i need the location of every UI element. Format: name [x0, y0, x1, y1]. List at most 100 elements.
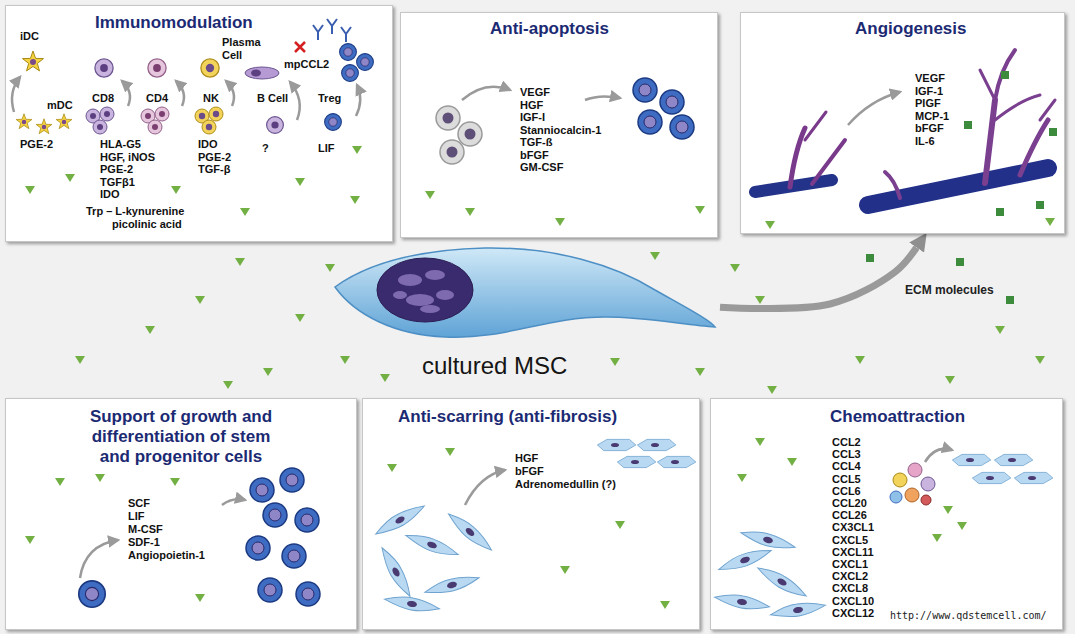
- factor-label: CCL26: [832, 509, 867, 521]
- immune-cells: [95, 59, 113, 77]
- panel-ground: [5, 5, 1065, 630]
- factor-label: bFGF: [915, 122, 944, 134]
- fibroblast: [617, 456, 655, 467]
- factor-label: CCL5: [832, 473, 861, 485]
- recruited-cells: [921, 495, 931, 505]
- factor-label: CXCL5: [832, 534, 868, 546]
- stem-cells: [280, 468, 304, 492]
- panel-title: Chemoattraction: [830, 407, 965, 427]
- factor-label: SCF: [128, 497, 150, 509]
- process-arrow: [925, 449, 952, 462]
- secreted-factor: [615, 521, 625, 529]
- stem-cells: [282, 544, 306, 568]
- fibroblast: [445, 509, 496, 554]
- ecm-molecule: [1006, 296, 1014, 304]
- factor-label: mpCCL2: [284, 58, 329, 70]
- panel-title: Anti-apoptosis: [490, 19, 609, 39]
- factor-label: IDO: [100, 188, 120, 200]
- secreted-factor: [465, 208, 475, 216]
- recruited-cells: [890, 491, 902, 503]
- factor-label: CXCL12: [832, 607, 874, 619]
- factor-label: PGE-2: [198, 151, 231, 163]
- function-panel: AngiogenesisVEGFIGF-1PlGFMCP-1bFGFIL-6: [740, 12, 1065, 234]
- cell-label: CD8: [92, 92, 114, 105]
- factor-label: IL-6: [915, 135, 935, 147]
- secreted-factor: [765, 221, 775, 229]
- immune-cells: [148, 59, 166, 77]
- function-panel: Anti-apoptosisVEGFHGFIGF-IStanniocalcin-…: [400, 12, 718, 238]
- secreted-factor: [787, 458, 797, 466]
- fibroblast: [597, 439, 635, 450]
- function-panel: Anti-scarring (anti-fibrosis)HGFbFGFAdre…: [362, 398, 700, 630]
- secreted-factor: [25, 186, 35, 194]
- stem-cells: [296, 582, 320, 606]
- factor-label: TGF-ß: [520, 136, 552, 148]
- cell-label: iDC: [20, 30, 39, 43]
- factor-label: VEGF: [520, 86, 550, 98]
- secreted-factor: [223, 381, 233, 389]
- apoptotic-cells: [638, 110, 662, 134]
- cell-label: CD4: [146, 92, 168, 105]
- secreted-factor: [170, 478, 180, 486]
- factor-label: IDO: [198, 138, 218, 150]
- immune-cells: [340, 44, 357, 61]
- secreted-factor: [295, 178, 305, 186]
- blood-vessel: [1020, 120, 1048, 175]
- stem-cells: [246, 536, 270, 560]
- apoptotic-cells: [633, 78, 657, 102]
- secreted-factor: [1035, 356, 1045, 364]
- factor-label: HGF: [520, 99, 543, 111]
- immune-cells: [209, 107, 223, 121]
- secreted-factor: [235, 258, 245, 266]
- factor-label: picolinic acid: [112, 218, 182, 230]
- process-arrow: [226, 81, 234, 106]
- factor-label: LIF: [128, 510, 145, 522]
- secreted-factor: [263, 368, 273, 376]
- factor-label: CXCL8: [832, 582, 868, 594]
- secreted-factor: [25, 536, 35, 544]
- secreted-factor: [352, 146, 362, 154]
- cell-label: NK: [203, 92, 219, 105]
- secreted-factor: [240, 208, 250, 216]
- factor-label: IGF-I: [520, 111, 545, 123]
- process-arrow: [122, 81, 130, 106]
- arrow-label: ECM molecules: [905, 283, 994, 297]
- cell-label: mDC: [47, 99, 73, 112]
- secreted-factor: [737, 474, 747, 482]
- fibroblast: [1014, 472, 1052, 483]
- blood-vessel: [755, 50, 1055, 205]
- cell-label: Treg: [318, 92, 341, 105]
- factor-label: IGF-1: [915, 85, 943, 97]
- blood-vessel: [995, 50, 1015, 100]
- fibroblast: [637, 439, 675, 450]
- secreted-factor: [1045, 218, 1055, 226]
- immune-cells: [245, 67, 279, 79]
- ecm-molecule: [866, 71, 1057, 304]
- ecm-molecule: [1001, 71, 1009, 79]
- recruited-cells: [890, 463, 935, 505]
- factor-label: Angiopoietin-1: [128, 549, 205, 561]
- factor-label: GM-CSF: [520, 161, 563, 173]
- blood-vessel: [812, 140, 845, 184]
- stem-cells: [258, 578, 282, 602]
- apoptotic-cells: [458, 122, 482, 146]
- secreted-factor: [325, 264, 335, 272]
- msc-nucleus: [377, 258, 473, 322]
- fibroblast: [755, 563, 810, 602]
- fibroblast: [423, 572, 480, 598]
- nucleus-texture: [425, 270, 445, 280]
- immune-cells: [23, 51, 44, 71]
- secreted-factor: [350, 196, 360, 204]
- factor-label: CCL2: [832, 436, 861, 448]
- fibroblast: [377, 545, 416, 600]
- immune-cells: [295, 42, 305, 52]
- process-arrow: [465, 470, 505, 505]
- panel-title: Support of growth and differentiation of…: [81, 407, 281, 467]
- nucleus-texture: [398, 274, 422, 286]
- blood-vessel: [1040, 100, 1055, 120]
- stem-cells: [250, 478, 274, 502]
- secreted-factor: [555, 218, 565, 226]
- apoptotic-cells: [436, 106, 460, 130]
- ecm-molecule: [1049, 128, 1057, 136]
- factor-label: SDF-1: [128, 536, 160, 548]
